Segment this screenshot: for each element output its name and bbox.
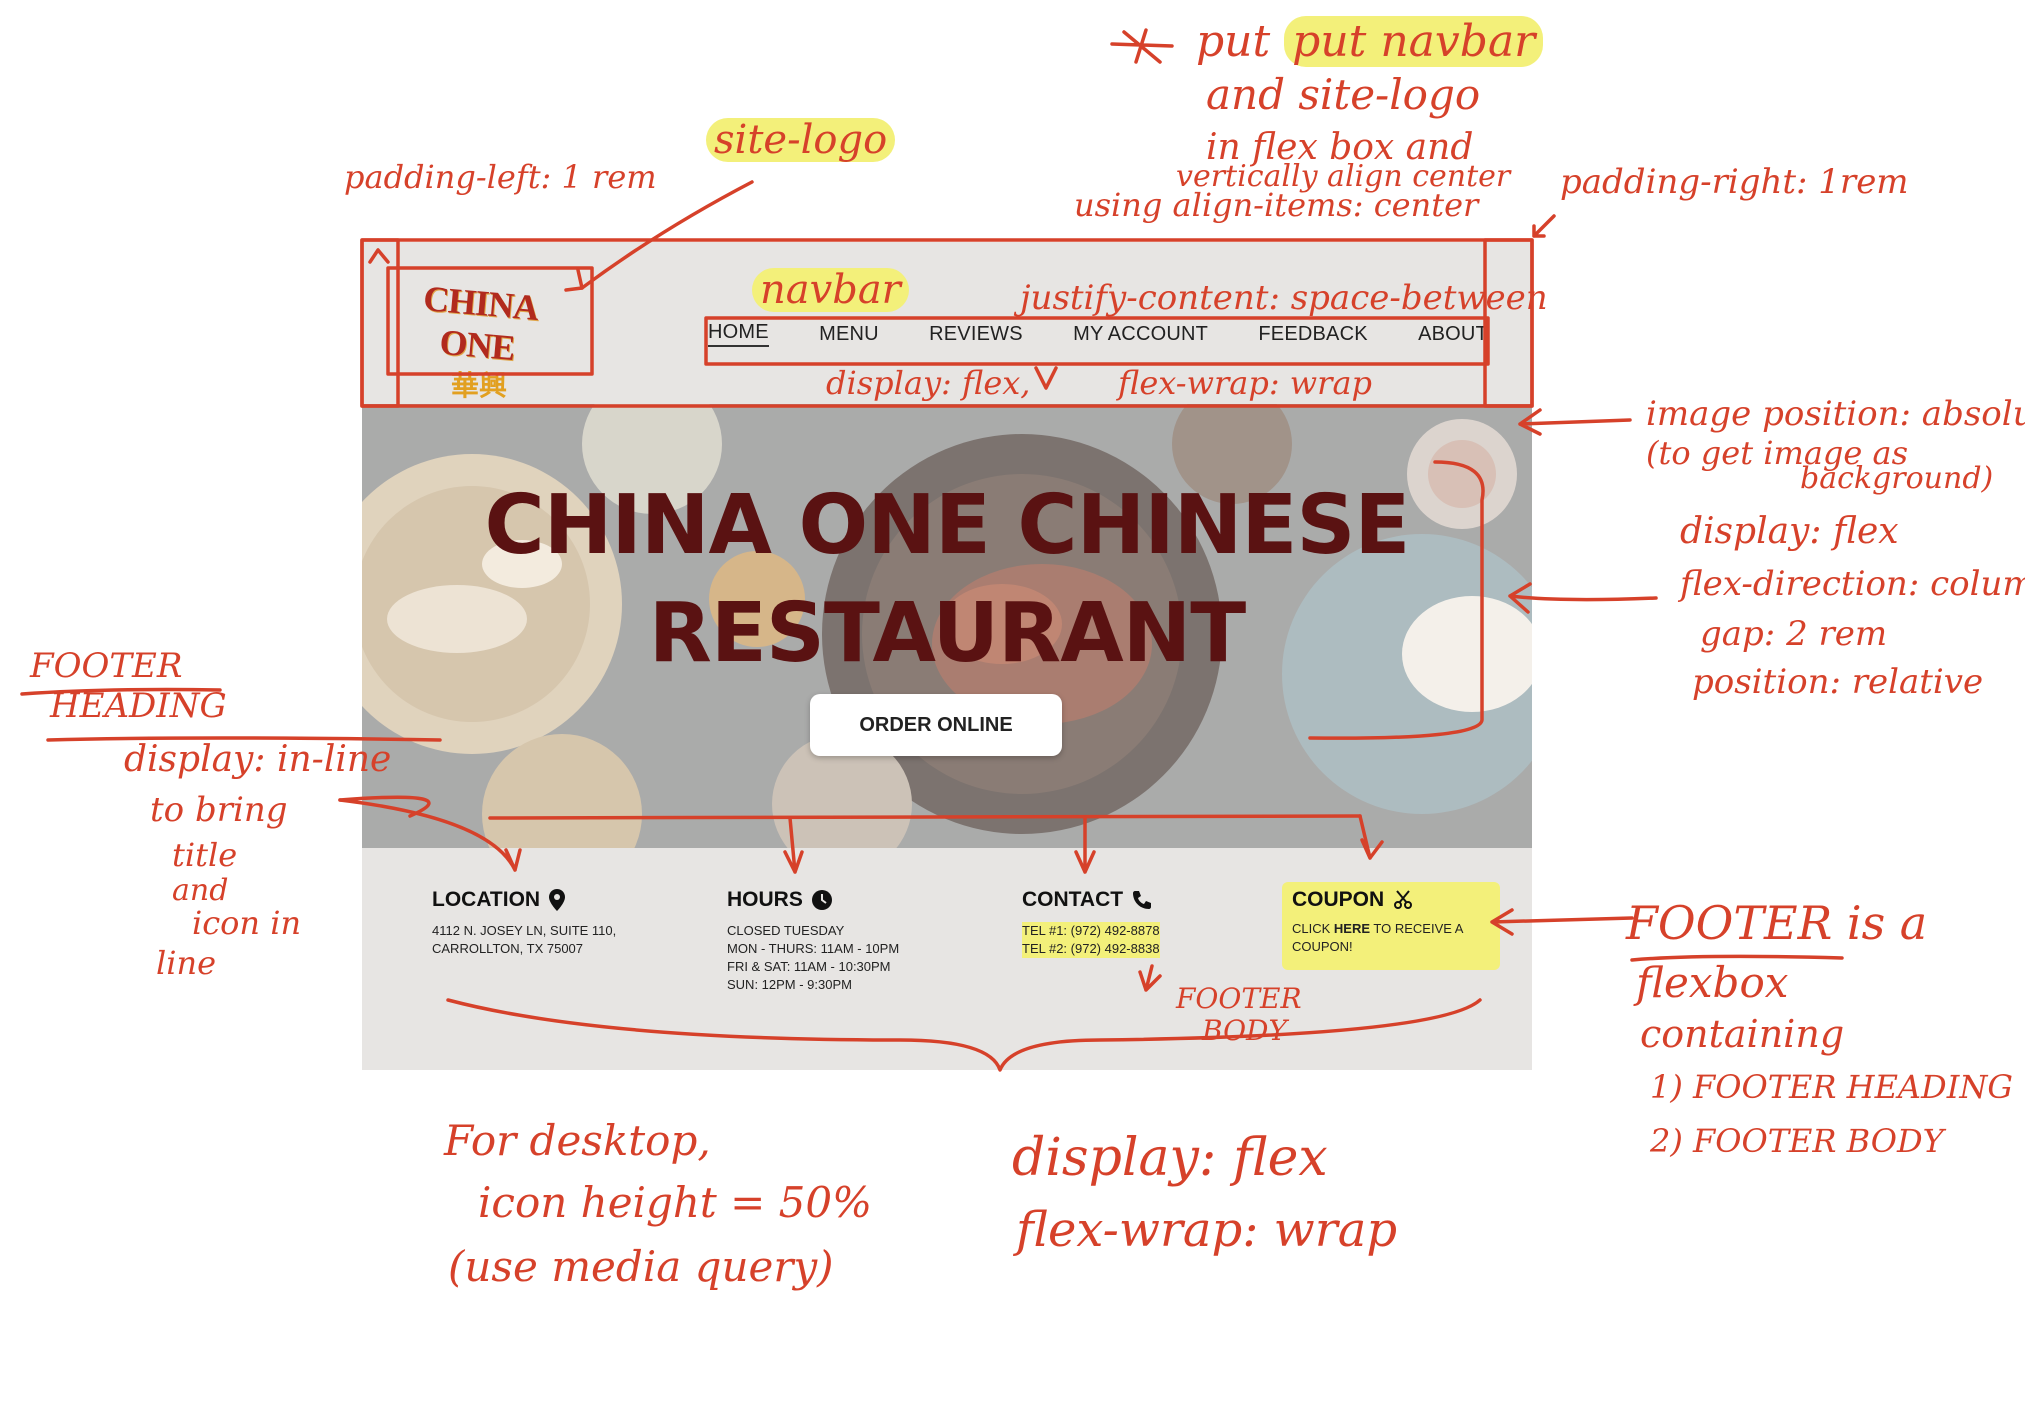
- annotation-in-flex-box: in flex box and: [1206, 127, 1474, 168]
- annotation-flex-direction: flex-direction: column: [1680, 564, 2025, 604]
- annotation-gap: gap: 2 rem: [1700, 614, 1888, 654]
- nav-reviews[interactable]: REVIEWS: [929, 322, 1023, 345]
- annotation-flex-wrap-nav: flex-wrap: wrap: [1118, 364, 1373, 402]
- location-heading: LOCATION: [432, 888, 541, 911]
- footer-contact: CONTACT TEL #1: (972) 492-8878 TEL #2: (…: [1022, 888, 1160, 958]
- annotation-line: line: [156, 944, 217, 982]
- footer-body-coupon: CLICK HERE TO RECEIVE A COUPON!: [1292, 920, 1500, 956]
- coupon-text-post: TO RECEIVE A: [1370, 921, 1464, 936]
- site-footer: LOCATION 4112 N. JOSEY LN, SUITE 110, CA…: [362, 848, 1532, 1070]
- annotation-display-flex-nav: display: flex,: [826, 364, 1031, 402]
- hours-line-4: SUN: 12PM - 9:30PM: [727, 977, 852, 992]
- annotation-image-position: image position: absolute: [1646, 394, 2025, 434]
- annotation-justify-content: justify-content: space-between: [1020, 278, 1548, 318]
- contact-heading: CONTACT: [1022, 888, 1124, 911]
- annotation-title: title: [172, 836, 238, 874]
- coupon-text-line-2: COUPON!: [1292, 939, 1353, 954]
- coupon-text-pre: CLICK: [1292, 921, 1334, 936]
- annotation-and-site-logo: and site-logo: [1206, 70, 1481, 119]
- location-line-1: 4112 N. JOSEY LN, SUITE 110,: [432, 923, 617, 938]
- hours-line-3: FRI & SAT: 11AM - 10:30PM: [727, 959, 891, 974]
- order-online-button[interactable]: ORDER ONLINE: [810, 694, 1062, 756]
- nav-feedback[interactable]: FEEDBACK: [1258, 322, 1368, 345]
- footer-body-hours: CLOSED TUESDAY MON - THURS: 11AM - 10PM …: [727, 922, 899, 994]
- annotation-for-desktop: For desktop,: [444, 1116, 711, 1165]
- footer-body-contact: TEL #1: (972) 492-8878 TEL #2: (972) 492…: [1022, 922, 1160, 958]
- coupon-scissors-icon: [1394, 890, 1413, 909]
- annotation-padding-left: padding-left: 1 rem: [344, 158, 657, 196]
- annotation-footer-heading-1: FOOTER: [30, 646, 183, 686]
- hours-heading: HOURS: [727, 888, 803, 911]
- hero-title-line-2: RESTAURANT: [648, 586, 1246, 681]
- footer-heading-contact: CONTACT: [1022, 888, 1160, 912]
- footer-heading-coupon: COUPON: [1292, 888, 1500, 912]
- nav-home[interactable]: HOME: [708, 321, 769, 347]
- hours-line-1: CLOSED TUESDAY: [727, 923, 845, 938]
- nav-menu[interactable]: MENU: [819, 322, 879, 345]
- annotation-put-navbar: put navbar: [1284, 16, 1544, 67]
- navbar: HOME MENU REVIEWS MY ACCOUNT FEEDBACK AB…: [708, 319, 1488, 349]
- hours-line-2: MON - THURS: 11AM - 10PM: [727, 941, 900, 956]
- annotation-footer-body-1: FOOTER: [1176, 982, 1302, 1015]
- logo-english-text: CHINA ONE: [421, 278, 540, 369]
- hero-section: CHINA ONE CHINESE RESTAURANT ORDER ONLIN…: [362, 404, 1532, 848]
- footer-coupon: COUPON CLICK HERE TO RECEIVE A COUPON!: [1282, 882, 1500, 970]
- annotation-and: and: [172, 873, 229, 908]
- location-line-2: CARROLLTON, TX 75007: [432, 941, 584, 956]
- annotation-item-1: 1) FOOTER HEADING: [1650, 1068, 2013, 1106]
- footer-heading-hours: HOURS: [727, 888, 899, 912]
- footer-heading-location: LOCATION: [432, 888, 616, 912]
- hero-title: CHINA ONE CHINESE RESTAURANT: [362, 472, 1532, 688]
- annotation-footer-heading-2: HEADING: [50, 686, 227, 726]
- coupon-heading: COUPON: [1292, 888, 1385, 911]
- annotation-padding-right: padding-right: 1rem: [1560, 162, 1909, 202]
- footer-hours: HOURS CLOSED TUESDAY MON - THURS: 11AM -…: [727, 888, 899, 994]
- annotation-footer-body-2: BODY: [1202, 1014, 1287, 1047]
- annotation-background: background): [1800, 461, 1994, 496]
- annotation-item-2: 2) FOOTER BODY: [1650, 1122, 1944, 1160]
- annotation-to-get-image: (to get image as: [1646, 434, 1908, 472]
- annotation-media-query: (use media query): [448, 1242, 834, 1291]
- contact-line-2[interactable]: TEL #2: (972) 492-8838: [1022, 940, 1160, 958]
- annotation-containing: containing: [1640, 1012, 1845, 1056]
- annotation-display-flex: display: flex: [1680, 511, 1899, 552]
- footer-body-location: 4112 N. JOSEY LN, SUITE 110, CARROLLTON,…: [432, 922, 616, 958]
- annotation-display-inline: display: in-line: [124, 739, 392, 780]
- annotation-using-align: using align-items: center: [1074, 186, 1479, 224]
- hero-title-line-1: CHINA ONE CHINESE: [484, 478, 1411, 573]
- annotation-flex-wrap-bottom: flex-wrap: wrap: [1016, 1202, 1398, 1258]
- annotation-icon-height: icon height = 50%: [478, 1178, 873, 1227]
- map-pin-icon: [549, 889, 566, 911]
- annotation-to-bring: to bring: [150, 790, 288, 830]
- annotation-navbar: navbar: [752, 268, 909, 312]
- nav-about[interactable]: ABOUT: [1418, 322, 1488, 345]
- clock-icon: [811, 890, 832, 910]
- annotation-icon-in: icon in: [192, 904, 302, 942]
- annotation-put: put put navbar: [1196, 16, 1544, 67]
- annotation-vertically: vertically align center: [1176, 159, 1511, 194]
- coupon-here-link[interactable]: HERE: [1333, 921, 1371, 936]
- annotation-footer-is-a: FOOTER is a: [1626, 896, 1928, 950]
- contact-line-1[interactable]: TEL #1: (972) 492-8878: [1022, 922, 1160, 940]
- annotation-display-flex-bottom: display: flex: [1012, 1128, 1328, 1188]
- site-logo[interactable]: CHINA ONE 華興: [390, 274, 568, 402]
- annotation-flexbox: flexbox: [1636, 958, 1789, 1007]
- footer-location: LOCATION 4112 N. JOSEY LN, SUITE 110, CA…: [432, 888, 616, 958]
- nav-my-account[interactable]: MY ACCOUNT: [1073, 322, 1209, 345]
- phone-icon: [1133, 891, 1152, 909]
- annotation-position-relative: position: relative: [1692, 662, 1984, 702]
- annotation-site-logo: site-logo: [706, 118, 896, 162]
